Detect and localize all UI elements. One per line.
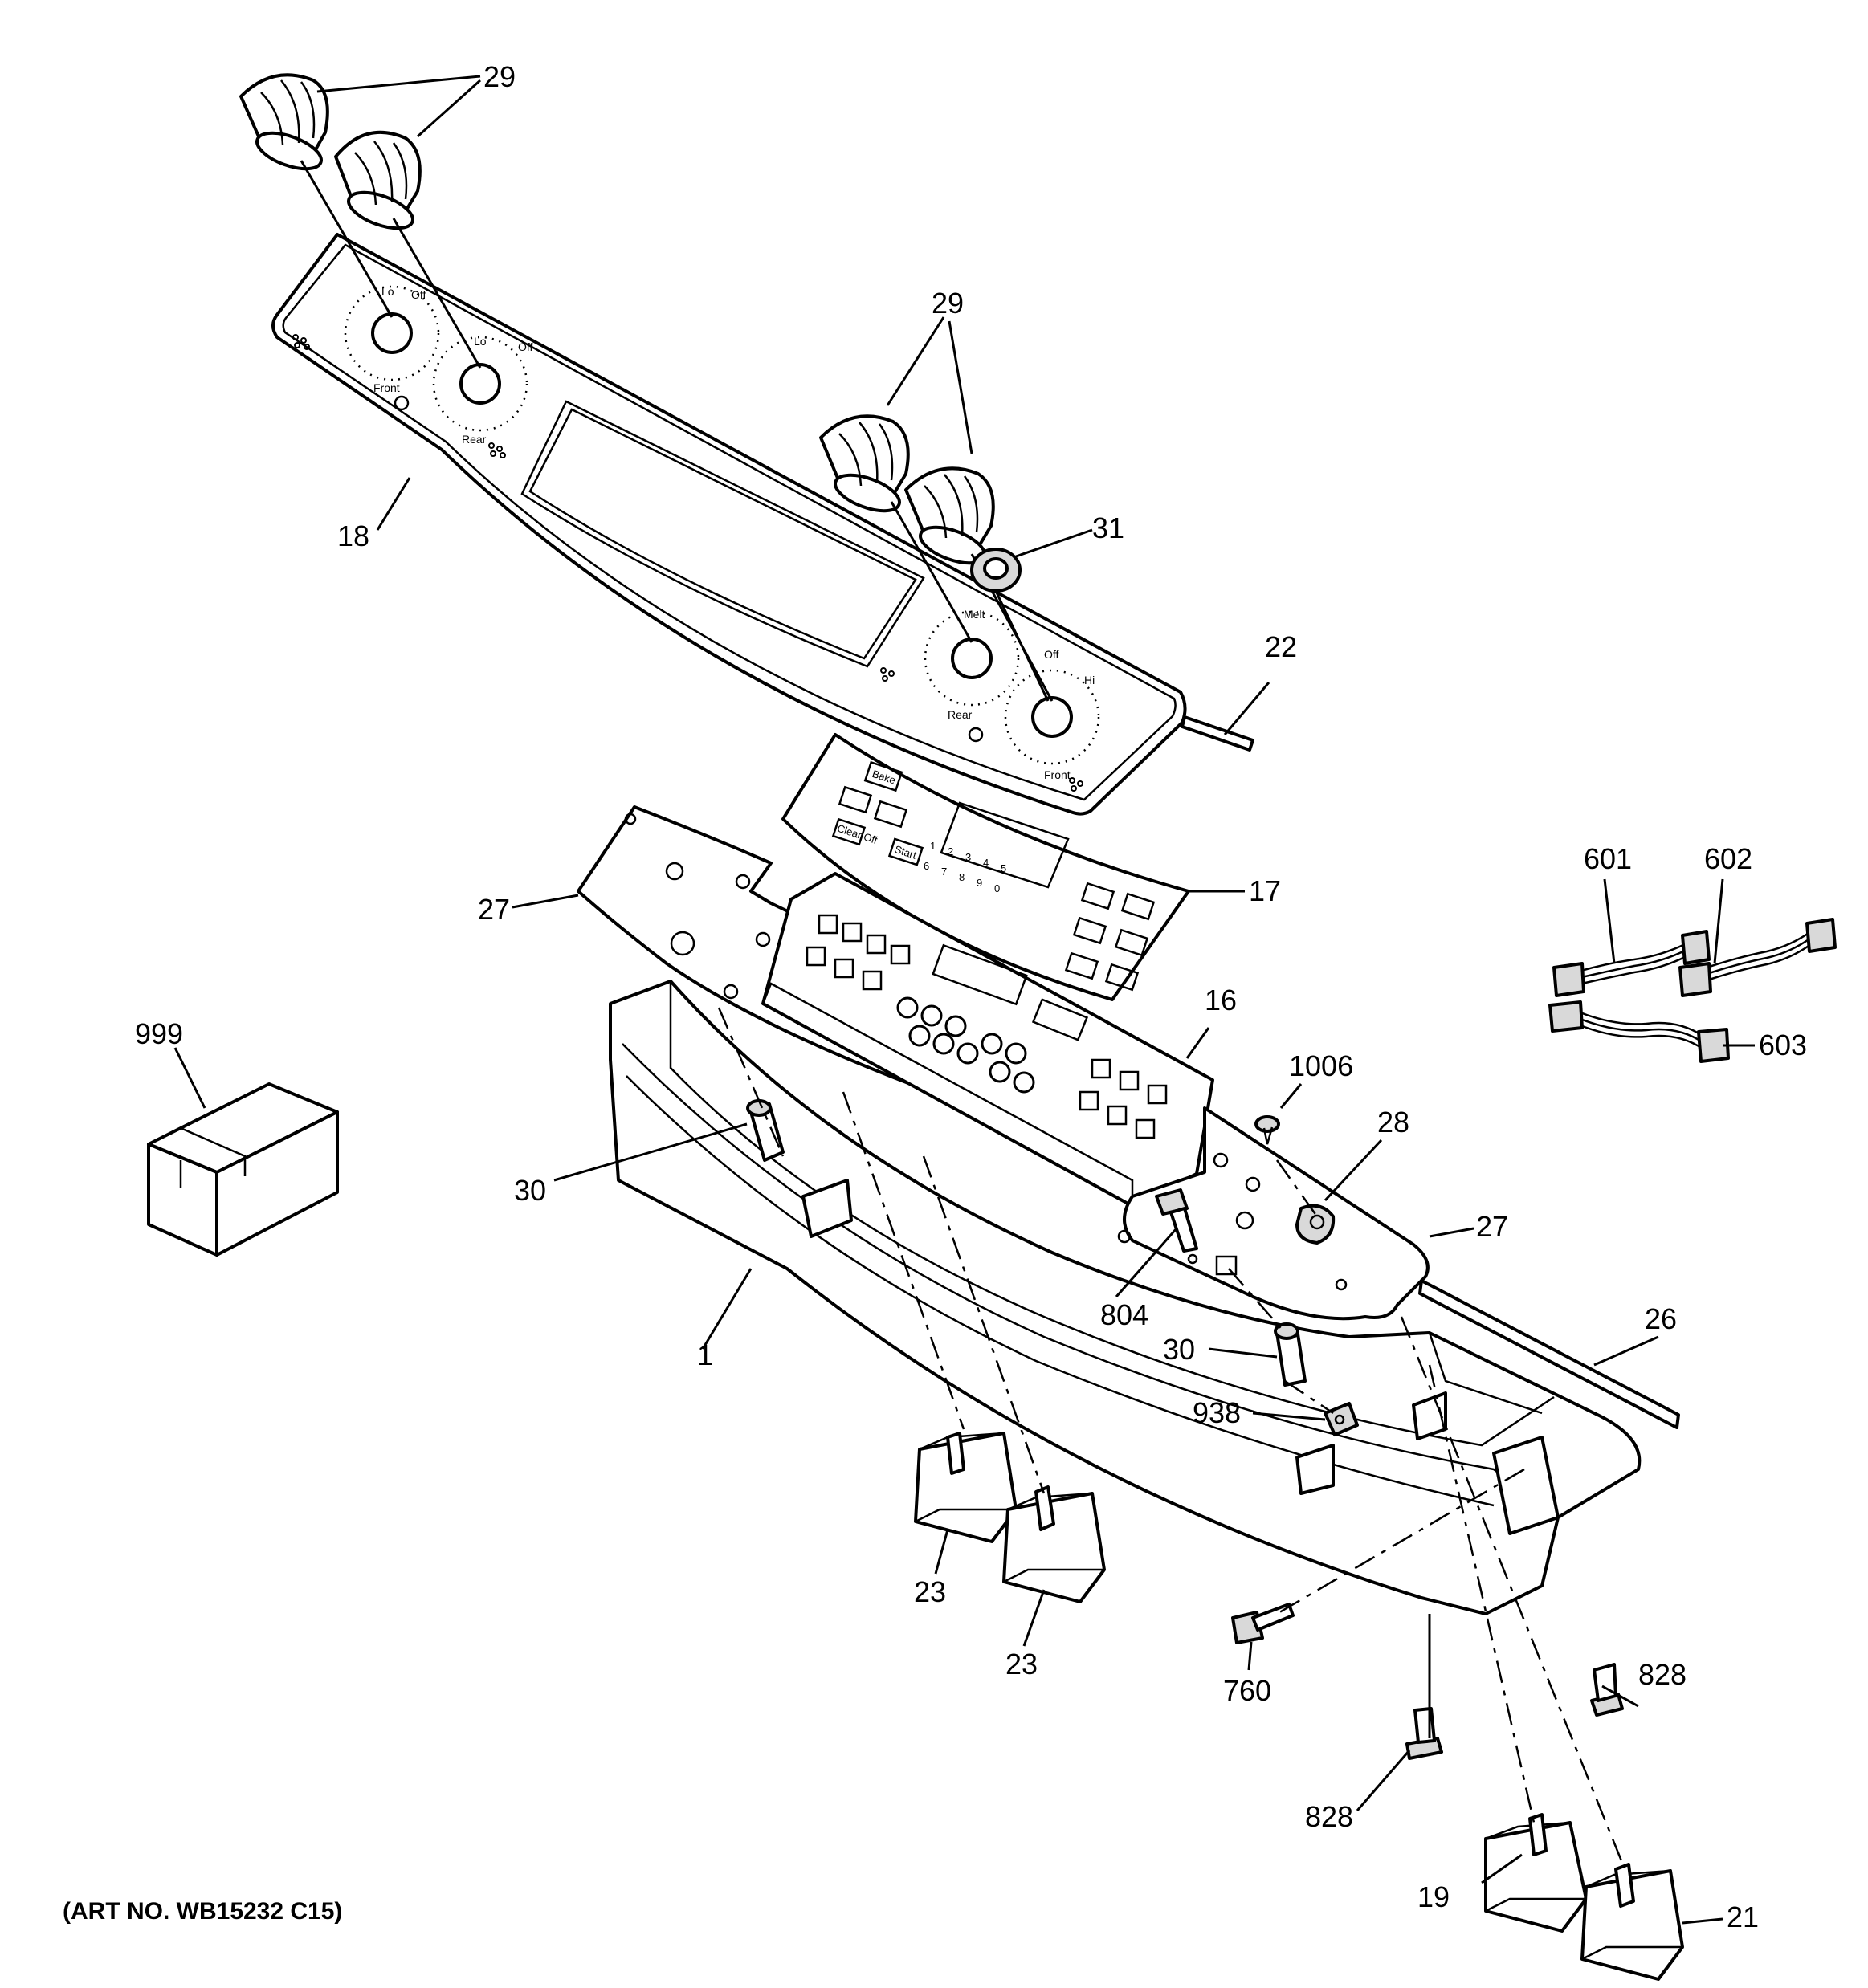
dial-opening-3 xyxy=(951,638,993,679)
callout-numbers: 29 29 18 31 22 17 27 16 601 602 603 999 … xyxy=(135,60,1807,1933)
legend-rear-2: Rear xyxy=(948,708,973,721)
callout-17: 17 xyxy=(1249,874,1281,907)
keypad-digit: 7 xyxy=(941,866,947,878)
callout-23: 23 xyxy=(1005,1648,1038,1680)
legend-off-2: Off xyxy=(518,340,533,353)
callout-18: 18 xyxy=(337,519,369,552)
knob-lower-1 xyxy=(819,414,910,513)
indicator-light-right xyxy=(1274,1322,1307,1387)
legend-off-3: Off xyxy=(1044,648,1059,661)
harness-601 xyxy=(1552,930,1711,997)
keypad-digit: 9 xyxy=(977,877,982,889)
keypad-digit: 5 xyxy=(1001,862,1006,874)
trim-strip-top xyxy=(1181,715,1254,752)
legend-front-1: Front xyxy=(373,381,400,394)
callout-leaders xyxy=(173,75,1755,1925)
keypad-digit: 3 xyxy=(965,851,971,863)
keypad-digit: 2 xyxy=(948,845,953,858)
trim-strip-bottom xyxy=(1418,1279,1680,1429)
callout-1006: 1006 xyxy=(1289,1049,1353,1082)
callout-22: 22 xyxy=(1265,630,1297,663)
callout-760: 760 xyxy=(1223,1674,1271,1707)
keypad-digit: 4 xyxy=(983,857,989,869)
gasket-cap xyxy=(970,548,1022,593)
keypad-digit: 6 xyxy=(924,860,929,872)
callout-828: 828 xyxy=(1305,1800,1353,1833)
callout-828: 828 xyxy=(1638,1658,1687,1691)
art-number-caption: (ART NO. WB15232 C15) xyxy=(63,1898,342,1925)
knob-upper-1 xyxy=(239,73,329,171)
callout-30: 30 xyxy=(1163,1333,1195,1366)
callout-19: 19 xyxy=(1417,1880,1450,1913)
callout-23: 23 xyxy=(914,1575,946,1608)
legend-lo-1: Lo xyxy=(381,285,394,298)
callout-30: 30 xyxy=(514,1174,546,1207)
literature-box xyxy=(147,1082,339,1257)
screw-804 xyxy=(1155,1188,1198,1253)
callout-29: 29 xyxy=(483,60,516,93)
clip-938 xyxy=(1324,1402,1359,1436)
legend-melt: Melt xyxy=(964,608,985,621)
legend-off-1: Off xyxy=(411,288,426,301)
legend-hi: Hi xyxy=(1084,674,1095,686)
harness-602 xyxy=(1678,918,1837,997)
dial-opening-4 xyxy=(1031,696,1073,738)
callout-28: 28 xyxy=(1377,1106,1409,1139)
legend-lo-2: Lo xyxy=(474,335,487,348)
backguard-panel: Lo Off Lo Off Front Rear Melt Off Hi Rea… xyxy=(271,233,1187,816)
dial-opening-1 xyxy=(371,312,413,354)
keypad-digit: 1 xyxy=(930,840,936,852)
mounting-plate-lower xyxy=(1117,1106,1430,1321)
callout-27: 27 xyxy=(1476,1210,1508,1243)
keypad-digit: 8 xyxy=(959,871,965,883)
callout-938: 938 xyxy=(1193,1396,1241,1429)
keypad-digits: 1 2 3 4 5 6 7 8 9 0 xyxy=(924,840,1006,894)
callout-999: 999 xyxy=(135,1017,183,1050)
callout-31: 31 xyxy=(1092,511,1124,544)
indicator-light-left xyxy=(746,1099,785,1162)
callout-602: 602 xyxy=(1704,842,1752,875)
dial-opening-2 xyxy=(459,363,501,405)
callout-804: 804 xyxy=(1100,1298,1148,1331)
harness-603 xyxy=(1548,1000,1730,1063)
screw-1006 xyxy=(1254,1115,1280,1145)
keypad-digit: 0 xyxy=(994,882,1000,894)
callout-27: 27 xyxy=(478,893,510,926)
callout-16: 16 xyxy=(1205,984,1237,1016)
touch-overlay: Bake Start Clear Off 1 2 3 4 5 6 7 8 9 0 xyxy=(781,733,1190,1001)
callout-21: 21 xyxy=(1727,1900,1759,1933)
assembly-lines xyxy=(717,1007,1624,1864)
callout-601: 601 xyxy=(1584,842,1632,875)
infinite-switch-21 xyxy=(1580,1863,1684,1981)
legend-rear-1: Rear xyxy=(462,433,487,446)
screw-828-left xyxy=(1405,1707,1443,1760)
infinite-switch-23a xyxy=(914,1432,1018,1543)
infinite-switch-19 xyxy=(1484,1813,1588,1933)
knob-upper-2 xyxy=(334,130,422,230)
knob-lower-2 xyxy=(904,466,995,565)
callout-26: 26 xyxy=(1645,1302,1677,1335)
callout-1: 1 xyxy=(697,1338,713,1371)
legend-front-2: Front xyxy=(1044,768,1071,781)
grommet-28 xyxy=(1295,1204,1336,1245)
infinite-switch-23b xyxy=(1002,1485,1106,1603)
callout-29: 29 xyxy=(932,287,964,320)
callout-603: 603 xyxy=(1759,1029,1807,1061)
